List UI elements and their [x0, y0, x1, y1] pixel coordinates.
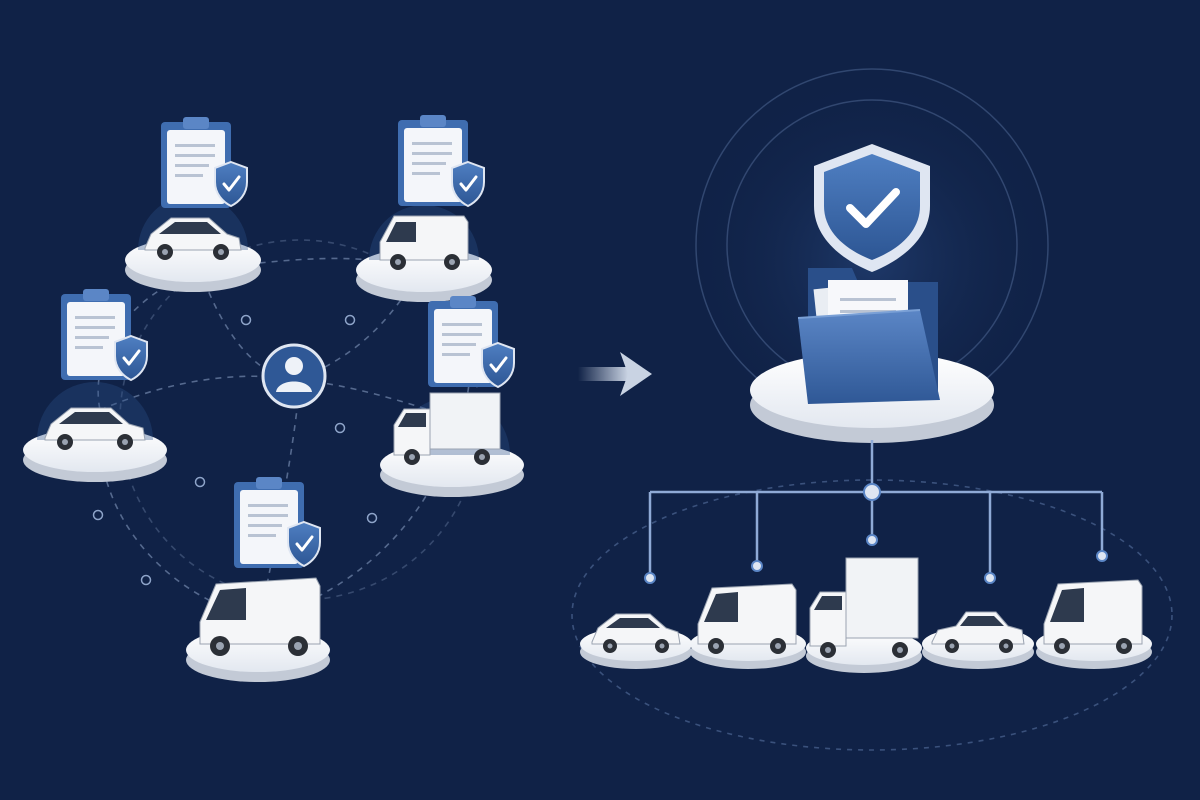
policy-node-van-1 — [356, 115, 492, 302]
van-icon — [1043, 579, 1143, 654]
connector-nodes — [644, 483, 1108, 584]
policy-node-box-truck — [380, 296, 524, 497]
van-icon — [379, 215, 469, 270]
clipboard-icon — [234, 477, 304, 568]
fleet-oval — [571, 479, 1173, 751]
box-truck-icon — [809, 557, 919, 658]
van-icon — [697, 583, 797, 654]
left-network-nodes — [92, 314, 378, 586]
policy-node-hatchback-1 — [125, 117, 261, 292]
hatchback-icon — [144, 217, 242, 260]
fleet-vehicle-van-1 — [690, 583, 806, 669]
clipboard-icon — [161, 117, 231, 208]
van-icon — [199, 577, 321, 656]
fleet-vehicle-hatchback — [580, 613, 692, 669]
shield-check-icon — [814, 144, 930, 272]
fleet-vehicle-sedan — [922, 611, 1034, 669]
policy-node-hatchback-2 — [23, 289, 167, 482]
connector-lines — [648, 440, 1104, 578]
hatchback-icon — [44, 407, 146, 450]
folder-icon — [797, 268, 940, 404]
hatchback-icon — [591, 613, 681, 653]
shield-check-icon — [114, 334, 148, 382]
clipboard-icon — [398, 115, 468, 206]
sedan-icon — [931, 611, 1025, 653]
clipboard-icon — [428, 296, 498, 387]
arrow-right-icon — [578, 352, 652, 396]
shield-check-icon — [481, 341, 515, 389]
policy-node-van-2 — [186, 477, 330, 682]
fleet-vehicle-box-truck — [806, 557, 922, 673]
shield-check-icon — [214, 160, 248, 208]
hub-user-icon — [261, 343, 327, 409]
shield-check-icon — [287, 520, 321, 568]
clipboard-icon — [61, 289, 131, 380]
shield-check-icon — [451, 160, 485, 208]
fleet-vehicle-van-2 — [1036, 579, 1152, 669]
box-truck-icon — [393, 392, 501, 465]
